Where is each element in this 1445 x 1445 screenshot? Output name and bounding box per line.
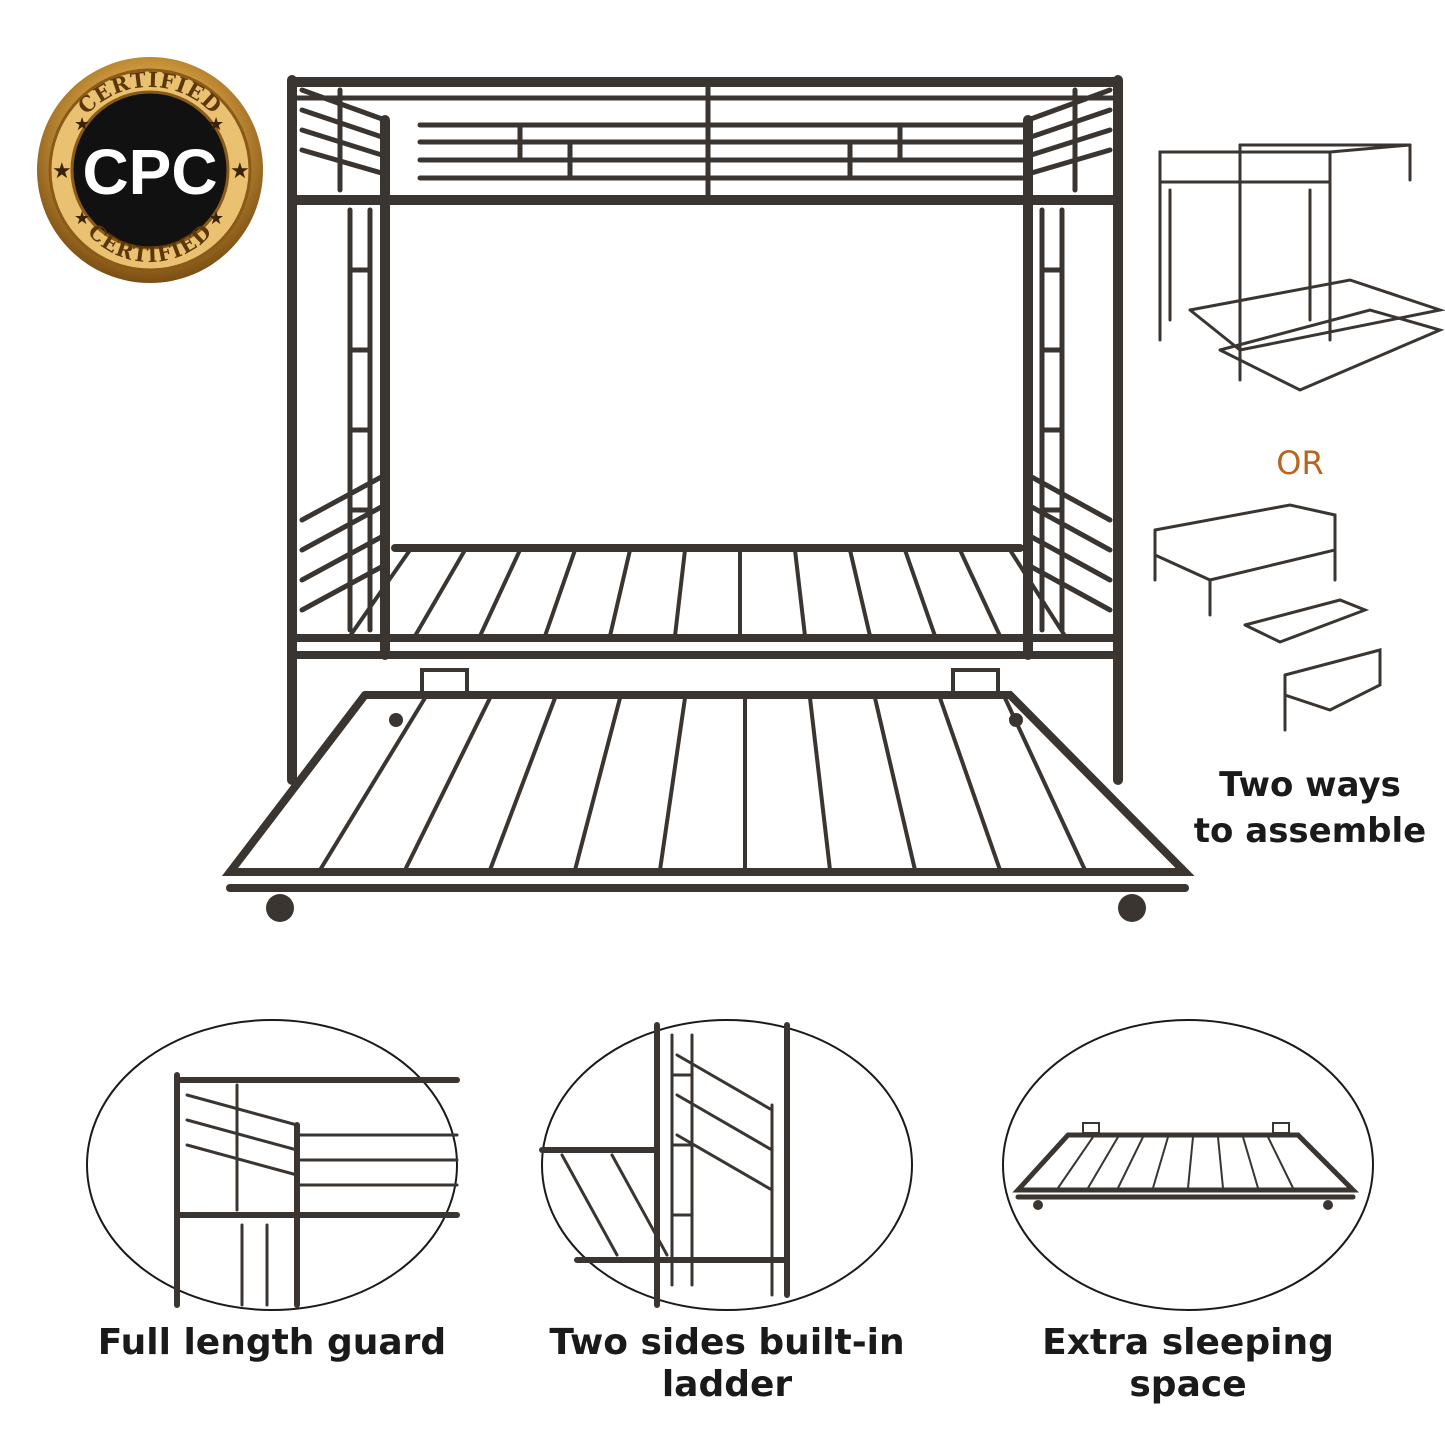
full-length-guard-detail [86,1019,460,1311]
svg-text:★: ★ [52,159,72,184]
or-label: OR [1276,444,1324,482]
badge-cpc-text: CPC [82,136,217,208]
full-length-guard-caption: Full length guard [97,1322,447,1363]
bunk-bed-main-image [221,75,1195,922]
two-sides-ladder-caption: Two sides built-in ladder [537,1322,917,1406]
svg-text:★: ★ [208,114,224,135]
cpc-certified-badge: CERTIFIED CERTIFIED ★ ★ ★ ★ ★ ★ CPC [37,57,263,283]
extra-sleeping-space-caption: Extra sleeping space [1042,1322,1334,1405]
split-configuration-thumbnail [1153,503,1382,732]
svg-text:★: ★ [208,208,224,229]
svg-text:★: ★ [74,114,90,135]
assemble-label-line1: Two ways [1219,765,1401,805]
extra-sleeping-space-detail [1002,1019,1374,1311]
bunk-configuration-thumbnail [1158,143,1445,392]
ladder-caption-line2: ladder [661,1364,793,1405]
svg-text:★: ★ [230,159,250,184]
svg-text:★: ★ [74,208,90,229]
ladder-caption-line1: Two sides built-in [549,1322,905,1363]
assemble-label-line2: to assemble [1193,811,1427,851]
two-ways-to-assemble-label: Two ways to assemble [1180,762,1440,854]
built-in-ladder-detail [539,1019,913,1311]
